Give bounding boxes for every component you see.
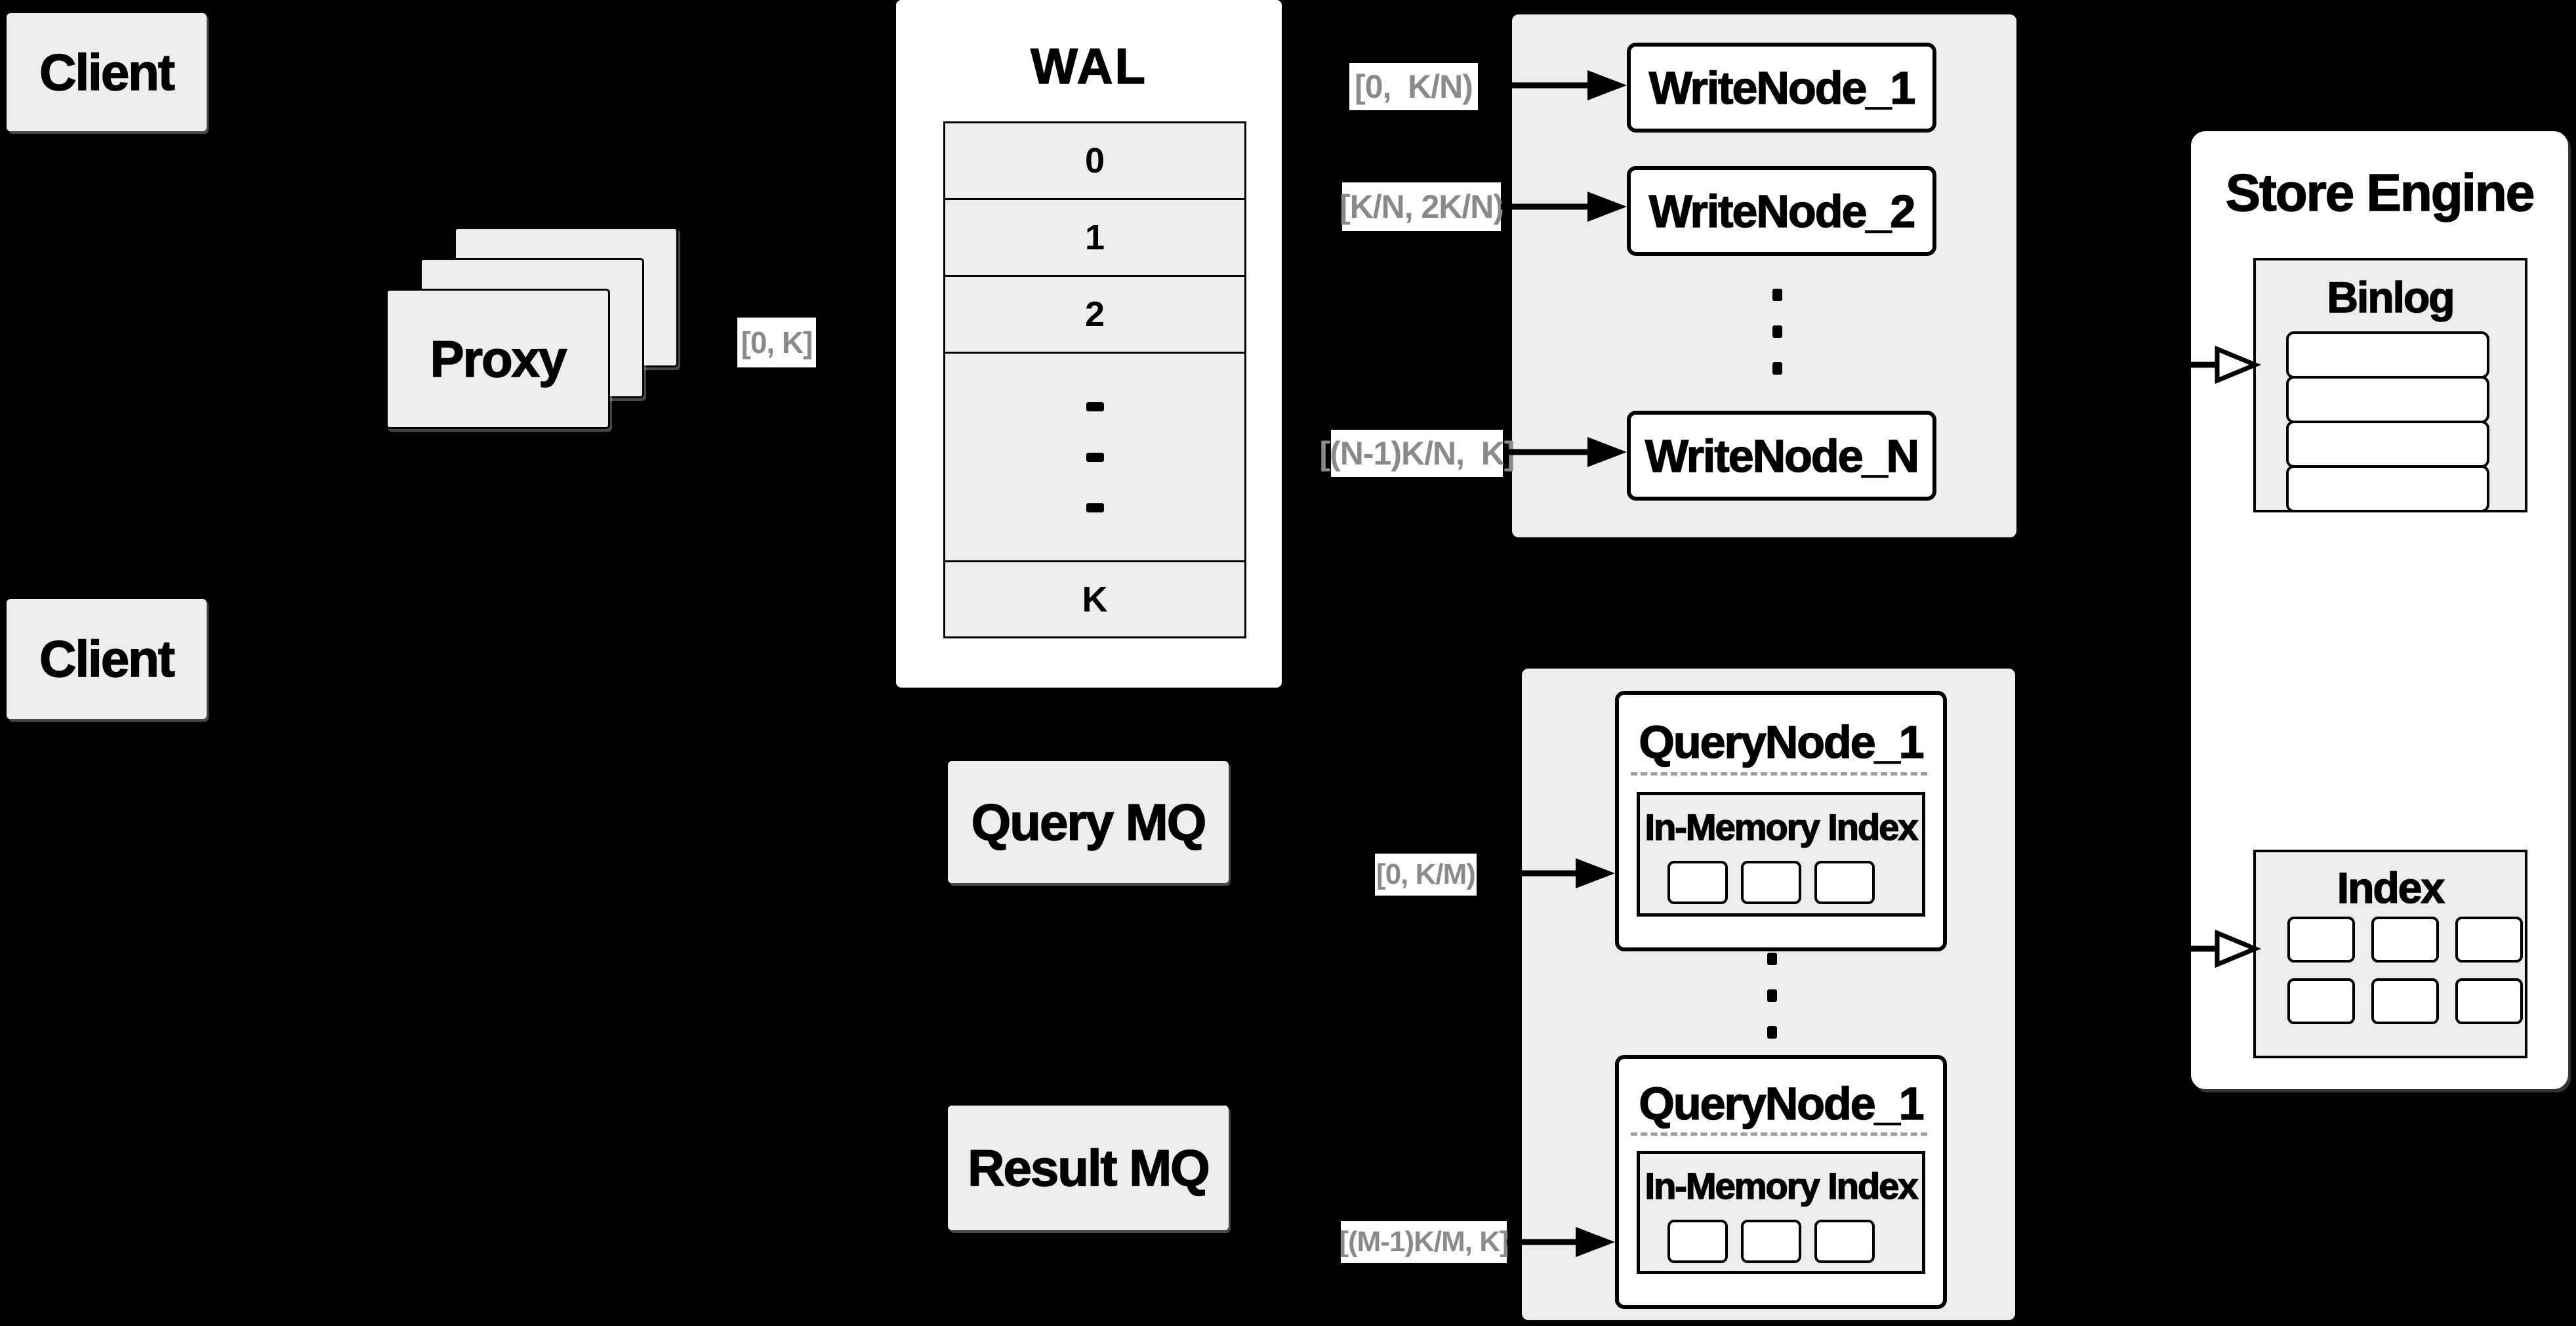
in-memory-index-box: In-Memory Index: [1637, 1151, 1925, 1274]
proxy-label: Proxy: [430, 329, 567, 388]
index-box: Index: [2253, 850, 2527, 1058]
memory-cell: [1667, 1220, 1728, 1263]
range-label-query-node-top: [0, K/M): [1375, 854, 1477, 896]
wal-row: 0: [943, 121, 1246, 200]
range-label-write-node-1: [0, K/N): [1349, 63, 1478, 110]
range-label-proxy-out: [0, K]: [737, 318, 816, 367]
proxy-card-front: Proxy: [386, 289, 610, 429]
query-node-top-box: QueryNode_1 In-Memory Index: [1615, 691, 1947, 951]
wal-row: 2: [943, 275, 1246, 354]
query-mq-box: Query MQ: [948, 761, 1229, 883]
query-nodes-ellipsis-icon: [1767, 953, 1777, 1039]
dashed-separator: [1631, 1132, 1927, 1136]
memory-cell: [1814, 861, 1875, 904]
store-engine-title: Store Engine: [2225, 163, 2535, 222]
wal-title: WAL: [1030, 38, 1147, 95]
memory-cell: [1741, 1220, 1801, 1263]
range-label-query-node-bottom: [(M-1)K/M, K]: [1339, 1221, 1509, 1263]
memory-cell: [1814, 1220, 1875, 1263]
wal-row: K: [943, 560, 1246, 638]
in-memory-index-title: In-Memory Index: [1645, 1165, 1919, 1207]
binlog-box: Binlog: [2253, 258, 2527, 512]
range-label-write-node-2: [K/N, 2K/N): [1339, 182, 1504, 231]
write-nodes-ellipsis-icon: [1772, 289, 1782, 375]
wal-row-ellipsis: [943, 352, 1246, 562]
query-node-bottom-box: QueryNode_1 In-Memory Index: [1615, 1055, 1947, 1309]
index-cell: [2287, 978, 2355, 1024]
memory-cell: [1667, 861, 1728, 904]
query-node-top-title: QueryNode_1: [1639, 716, 1925, 768]
index-cell: [2455, 978, 2523, 1024]
vertical-ellipsis-icon: [1086, 402, 1104, 512]
in-memory-index-box: In-Memory Index: [1637, 792, 1925, 917]
index-title: Index: [2337, 863, 2445, 913]
index-cell: [2287, 917, 2355, 963]
query-node-bottom-title: QueryNode_1: [1639, 1077, 1925, 1130]
wal-row: 1: [943, 198, 1246, 277]
index-cell: [2455, 917, 2523, 963]
binlog-title: Binlog: [2327, 272, 2456, 322]
result-mq-box: Result MQ: [948, 1106, 1229, 1230]
index-cell: [2371, 978, 2439, 1024]
binlog-row: [2286, 465, 2489, 512]
binlog-row: [2286, 331, 2489, 379]
write-node-1-box: WriteNode_1: [1627, 43, 1936, 133]
wal-table: 0 1 2 K: [943, 121, 1246, 638]
wal-box: WAL 0 1 2 K: [896, 0, 1282, 688]
write-node-2-box: WriteNode_2: [1627, 166, 1936, 256]
binlog-row: [2286, 376, 2489, 423]
store-engine-box: Store Engine Binlog Index: [2191, 131, 2568, 1089]
client-box-bottom: Client: [7, 599, 207, 719]
client-box-top: Client: [7, 13, 207, 131]
in-memory-index-title: In-Memory Index: [1645, 806, 1919, 848]
client-bottom-label: Client: [39, 629, 175, 688]
index-cell: [2371, 917, 2439, 963]
dashed-separator: [1631, 772, 1927, 776]
memory-cell: [1741, 861, 1801, 904]
write-node-n-box: WriteNode_N: [1627, 411, 1936, 501]
binlog-row: [2286, 421, 2489, 468]
range-label-write-node-n: [(N-1)K/N, K]: [1319, 430, 1515, 477]
client-top-label: Client: [39, 43, 175, 102]
